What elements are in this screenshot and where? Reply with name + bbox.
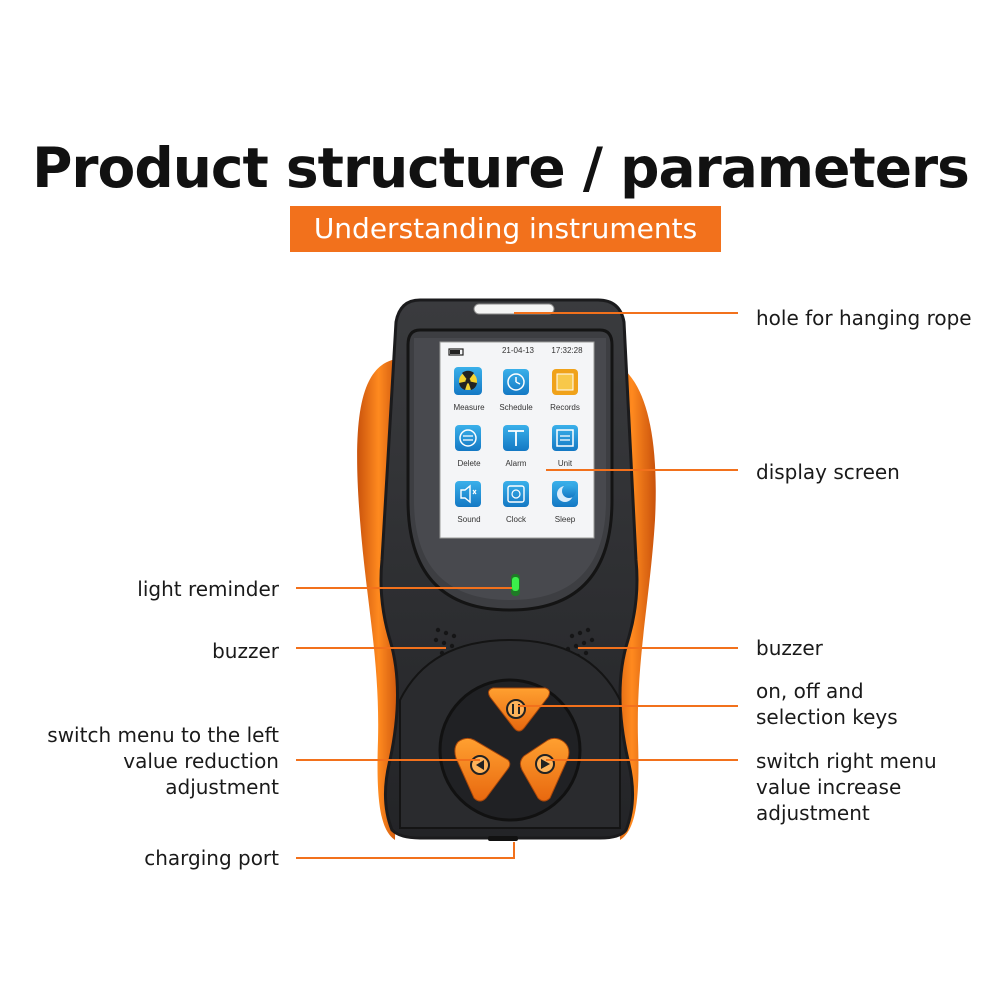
app-label-unit: Unit [557,459,573,468]
app-label-sound: Sound [457,515,481,524]
callout-light-reminder: light reminder [137,577,279,601]
callout-left-line2: value reduction [123,749,279,773]
callout-left-key: switch menu to the left value reduction … [47,722,279,800]
app-label-schedule: Schedule [499,403,533,412]
callout-right-line2: value increase [756,775,902,799]
app-label-clock: Clock [505,515,526,524]
app-label-alarm: Alarm [505,459,527,468]
app-icon-clock [503,481,529,507]
screen-time: 17:32:28 [551,346,583,355]
app-label-measure: Measure [453,403,485,412]
app-icon-sleep [552,481,578,507]
app-icon-alarm [503,425,529,451]
charging-port [488,836,518,841]
callout-right-line3: adjustment [756,801,870,825]
app-icon-measure [454,367,482,395]
app-label-delete: Delete [457,459,481,468]
callout-right-line1: switch right menu [756,749,937,773]
callout-hanging-hole: hole for hanging rope [756,306,972,330]
app-icon-delete [455,425,481,451]
callout-buzzer-left: buzzer [212,639,279,663]
app-icon-sound [455,481,481,507]
callout-power-line1: on, off and [756,679,864,703]
callout-display-screen: display screen [756,460,900,484]
callout-power-line2: selection keys [756,705,898,729]
app-icon-unit [552,425,578,451]
right-key[interactable] [519,737,570,802]
callout-power-keys: on, off and selection keys [756,678,898,730]
app-icon-schedule [503,369,529,395]
app-icon-records [552,369,578,395]
led-indicator [511,574,520,596]
callout-buzzer-right: buzzer [756,636,823,660]
subtitle-banner: Understanding instruments [290,206,721,252]
screen-date: 21-04-13 [501,346,535,355]
callout-left-line3: adjustment [165,775,279,799]
callout-left-line1: switch menu to the left [47,723,279,747]
leader-lines [296,312,738,859]
battery-icon [448,348,464,356]
power-key[interactable] [488,687,550,732]
app-label-sleep: Sleep [554,515,576,524]
callout-charging-port: charging port [144,846,279,870]
app-label-records: Records [550,403,580,412]
callout-right-key: switch right menu value increase adjustm… [756,748,937,826]
page-title: Product structure / parameters [32,136,970,200]
